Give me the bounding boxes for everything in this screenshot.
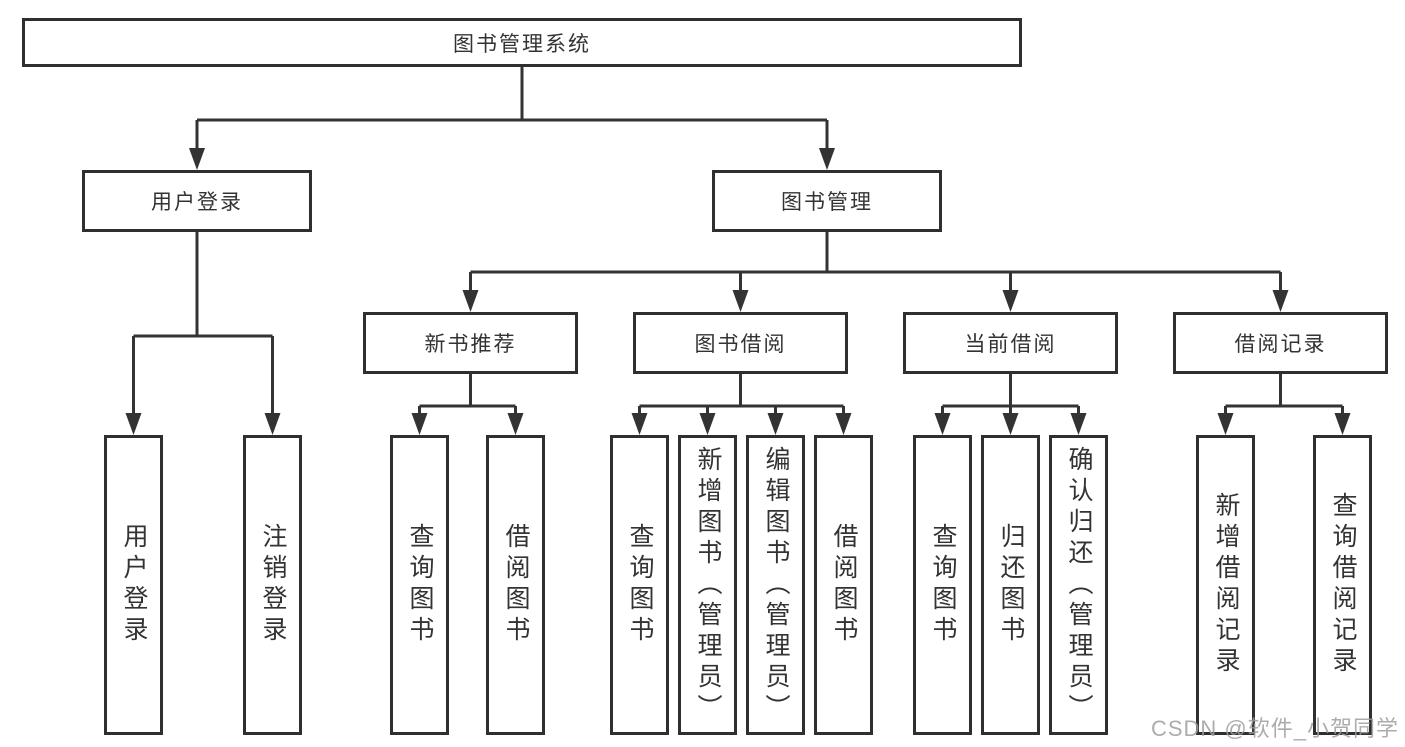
node-label: 确认归还（管理员） [1065,445,1093,725]
connector-current [941,374,1080,417]
node-leaf-confirm-return-admin: 确认归还（管理员） [1049,435,1108,735]
node-label: 注销登录 [259,523,287,647]
node-label: 新增借阅记录 [1212,492,1240,678]
arrow-down-icon [1217,413,1234,435]
connector-borrowing [638,374,845,417]
node-leaf-return-books: 归还图书 [981,435,1040,735]
arrow-down-icon [189,148,205,170]
node-label: 查询图书 [406,523,434,647]
arrow-down-icon [1272,290,1289,312]
arrow-down-icon [767,413,784,435]
node-leaf-query-borrow-record: 查询借阅记录 [1313,435,1372,735]
node-current-borrowing: 当前借阅 [903,312,1118,374]
node-leaf-query-books-1: 查询图书 [390,435,449,735]
node-user-login: 用户登录 [82,170,312,232]
node-label: 新书推荐 [424,333,517,356]
arrow-down-icon [125,413,142,435]
node-leaf-add-books-admin: 新增图书（管理员） [678,435,737,735]
arrow-down-icon [1002,290,1019,312]
arrow-down-icon [631,413,648,435]
arrow-down-icon [819,148,835,170]
node-label: 图书借阅 [694,333,787,356]
node-label: 查询图书 [929,523,957,647]
arrow-down-icon [835,413,852,435]
node-label: 归还图书 [997,523,1025,647]
arrowheads [125,148,1351,435]
node-leaf-borrow-books-2: 借阅图书 [814,435,873,735]
node-label: 查询借阅记录 [1329,492,1357,678]
arrow-down-icon [934,413,951,435]
node-leaf-query-books-2: 查询图书 [610,435,669,735]
connector-new-books [418,374,517,417]
node-label: 图书管理 [781,191,873,214]
node-book-management: 图书管理 [712,170,942,232]
node-label: 用户登录 [120,523,148,647]
arrow-down-icon [699,413,716,435]
node-label: 查询图书 [626,523,654,647]
node-label: 借阅图书 [502,523,530,647]
node-label: 借阅记录 [1234,333,1327,356]
node-label: 借阅图书 [830,523,858,647]
connector-records [1224,374,1344,417]
node-leaf-add-borrow-record: 新增借阅记录 [1196,435,1255,735]
arrow-down-icon [1070,413,1087,435]
arrow-down-icon [732,290,749,312]
node-borrow-records: 借阅记录 [1173,312,1388,374]
node-leaf-user-login: 用户登录 [104,435,163,735]
connector-book-mgmt [469,232,1282,294]
node-label: 当前借阅 [964,333,1057,356]
node-label: 用户登录 [151,191,243,214]
node-root-system: 图书管理系统 [22,18,1022,67]
arrow-down-icon [462,290,479,312]
node-leaf-borrow-books-1: 借阅图书 [486,435,545,735]
node-book-borrowing: 图书借阅 [633,312,848,374]
arrow-down-icon [411,413,428,435]
arrow-down-icon [1002,413,1019,435]
node-leaf-logout: 注销登录 [243,435,302,735]
node-label: 编辑图书（管理员） [762,445,790,725]
arrow-down-icon [507,413,524,435]
watermark: CSDN @软件_小贺同学 [1150,716,1399,741]
node-label: 图书管理系统 [453,32,591,56]
node-new-book-recommend: 新书推荐 [363,312,578,374]
arrow-down-icon [1334,413,1351,435]
connector-root [195,67,829,152]
node-label: 新增图书（管理员） [694,445,722,725]
node-leaf-query-books-3: 查询图书 [913,435,972,735]
arrow-down-icon [264,413,281,435]
connector-user-login [132,232,274,417]
node-leaf-edit-books-admin: 编辑图书（管理员） [746,435,805,735]
